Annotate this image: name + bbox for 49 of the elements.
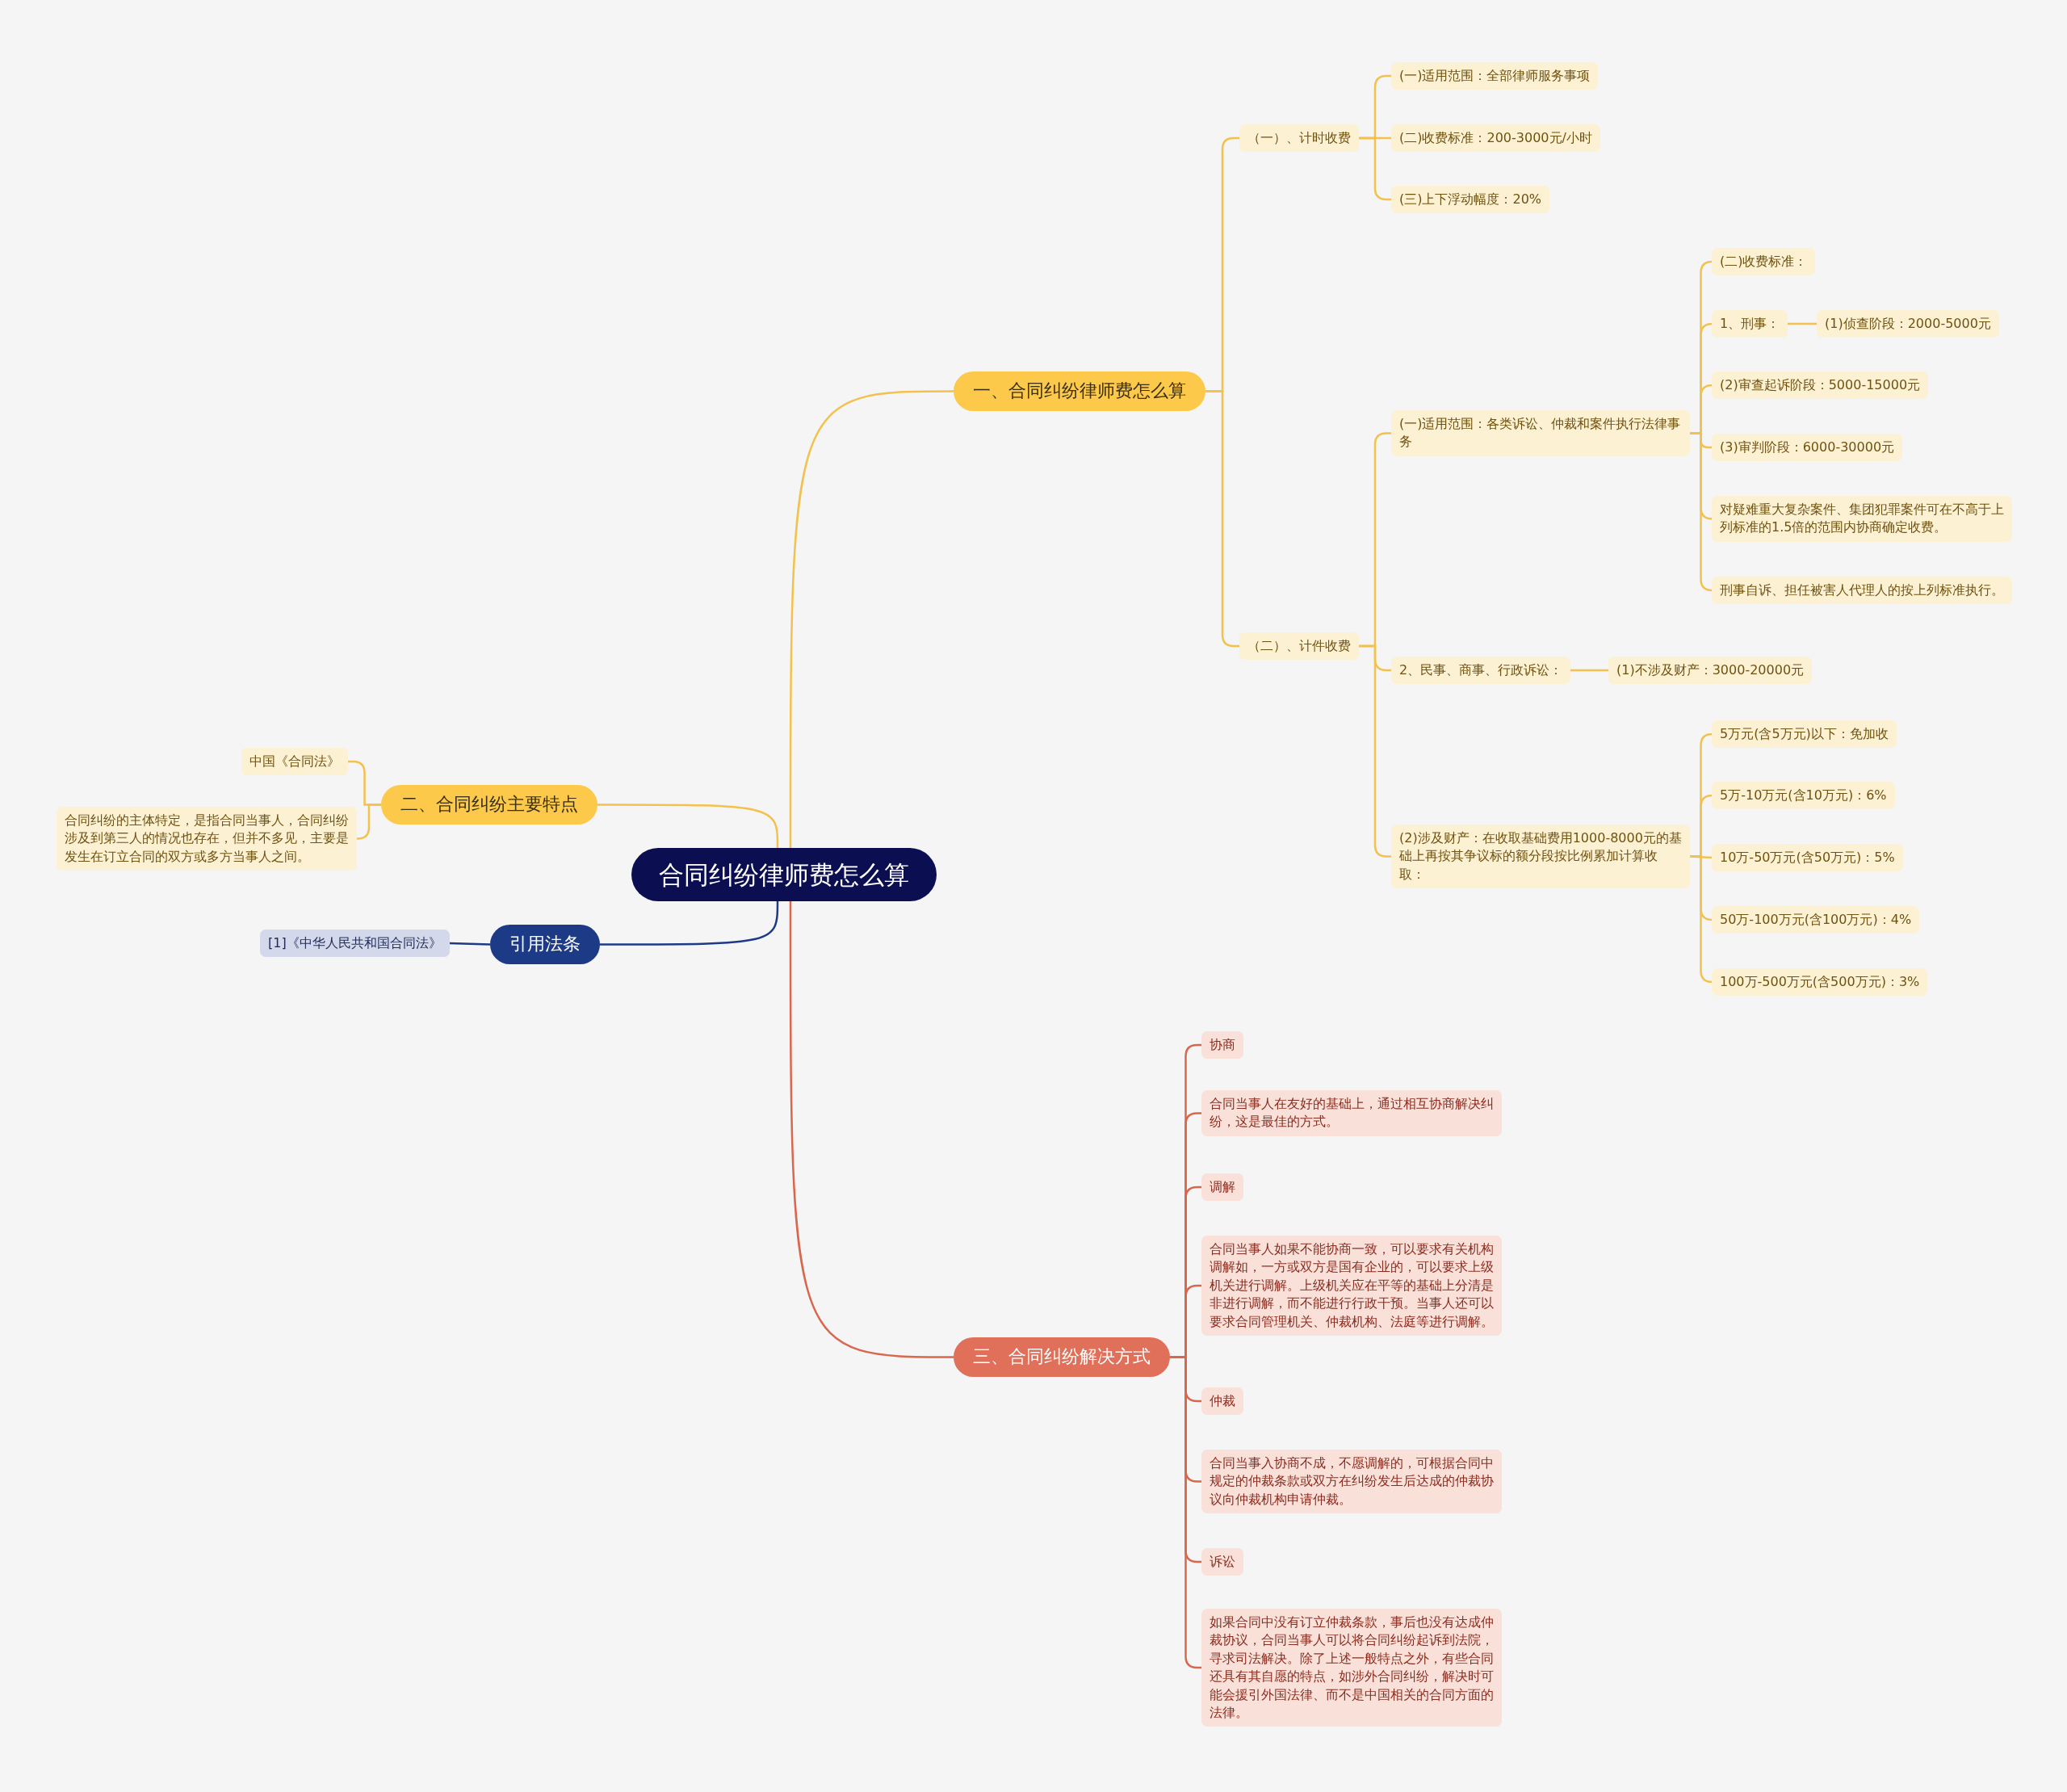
subtopic: 仲裁 (1201, 1387, 1243, 1416)
subtopic: 合同当事人如果不能协商一致，可以要求有关机构调解如，一方或双方是国有企业的，可以要求上级机关进行调解。上级机关应在平等的基础上分清是非进行调解，而不能进行行政干预。当事人还可以要求合同管理机关、仲裁机构、法庭等进行调解。 (1201, 1236, 1502, 1336)
subtopic: (三)上下浮动幅度：20% (1391, 186, 1550, 214)
connector-line (789, 901, 954, 1358)
subtopic: (1)侦查阶段：2000-5000元 (1817, 310, 1999, 338)
subtopic: 2、民事、商事、行政诉讼： (1391, 657, 1571, 685)
subtopic: 协商 (1201, 1031, 1243, 1060)
connector-line (1788, 322, 1817, 325)
subtopic: 合同当事入协商不成，不愿调解的，可根据合同中规定的仲裁条款或双方在纠纷发生后达成的仲裁协议向仲裁机构申请仲裁。 (1201, 1450, 1502, 1514)
connector-line (1205, 390, 1239, 648)
subtopic: 100万-500万元(含500万元)：3% (1712, 968, 1928, 997)
subtopic: 10万-50万元(含50万元)：5% (1712, 844, 1903, 872)
connector-line (356, 804, 381, 840)
branch-topic: 三、合同纠纷解决方式 (954, 1337, 1170, 1377)
subtopic: (二)收费标准：200-3000元/小时 (1391, 124, 1600, 153)
central-topic: 合同纠纷律师费怎么算 (631, 848, 937, 902)
branch-topic: 引用法条 (490, 925, 600, 964)
subtopic: [1]《中华人民共和国合同法》 (260, 930, 450, 958)
subtopic: 中国《合同法》 (241, 748, 348, 776)
connector-line (1570, 669, 1608, 672)
subtopic: 合同纠纷的主体特定，是指合同当事人，合同纠纷涉及到第三人的情况也存在，但并不多见，主要是发生在订立合同的双方或多方当事人之间。 (57, 807, 357, 871)
subtopic: (2)审查起诉阶段：5000-15000元 (1712, 371, 1929, 400)
connector-line (1690, 432, 1713, 592)
subtopic: 诉讼 (1201, 1548, 1243, 1576)
subtopic: 合同当事人在友好的基础上，通过相互协商解决纠纷，这是最佳的方式。 (1201, 1090, 1502, 1136)
subtopic: 50万-100万元(含100万元)：4% (1712, 906, 1920, 934)
subtopic: (3)审判阶段：6000-30000元 (1712, 434, 1903, 462)
connector-line (597, 804, 779, 848)
branch-topic: 一、合同纠纷律师费怎么算 (954, 371, 1205, 411)
subtopic: （一）、计时收费 (1239, 124, 1359, 153)
subtopic: 调解 (1201, 1173, 1243, 1202)
branch-topic: 二、合同纠纷主要特点 (381, 785, 597, 825)
subtopic: 1、刑事： (1712, 310, 1788, 338)
subtopic: (一)适用范围：各类诉讼、仲裁和案件执行法律事务 (1391, 410, 1690, 456)
connector-line (600, 901, 779, 946)
subtopic: 如果合同中没有订立仲裁条款，事后也没有达成仲裁协议，合同当事人可以将合同纠纷起诉到法院，寻求司法解决。除了上述一般特点之外，有些合同还具有其自愿的特点，如涉外合同纠纷，解决时可能会援引外国法律、而不是中国相关的合同方面的法律。 (1201, 1609, 1502, 1727)
connector-line (1170, 1356, 1201, 1669)
subtopic: 5万元(含5万元)以下：免加收 (1712, 720, 1897, 749)
subtopic: (二)收费标准： (1712, 248, 1816, 276)
connector-line (1690, 855, 1713, 984)
connector-line (449, 942, 491, 946)
subtopic: 刑事自诉、担任被害人代理人的按上列标准执行。 (1712, 577, 2012, 605)
subtopic: (一)适用范围：全部律师服务事项 (1391, 62, 1599, 90)
subtopic: (2)涉及财产：在收取基础费用1000-8000元的基础上再按其争议标的额分段按比例累加计算收取： (1391, 825, 1690, 889)
subtopic: 对疑难重大复杂案件、集团犯罪案件可在不高于上列标准的1.5倍的范围内协商确定收费。 (1712, 496, 2012, 542)
subtopic: (1)不涉及财产：3000-20000元 (1608, 657, 1813, 685)
connector-line (789, 390, 954, 848)
subtopic: （二）、计件收费 (1239, 632, 1359, 661)
subtopic: 5万-10万元(含10万元)：6% (1712, 782, 1895, 810)
